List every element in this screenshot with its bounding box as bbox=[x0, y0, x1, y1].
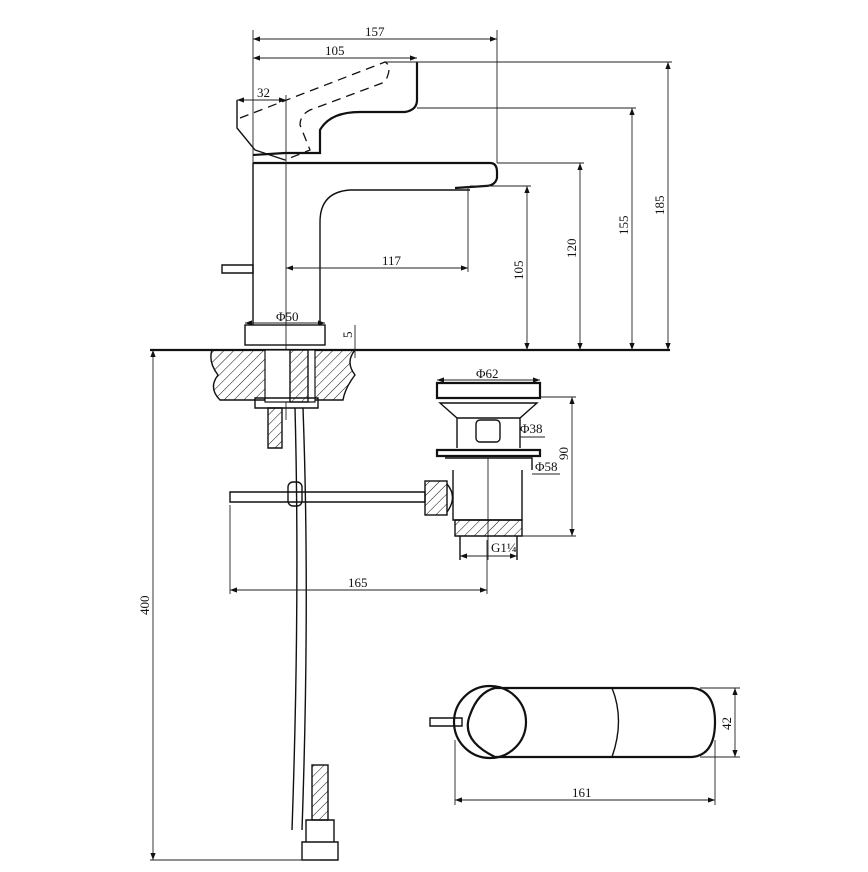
dim-32: 32 bbox=[257, 85, 270, 100]
dim-5: 5 bbox=[340, 332, 355, 339]
handle-top-view bbox=[429, 684, 717, 760]
dim-phi38: Φ38 bbox=[520, 421, 543, 436]
dimension-labels: 157 105 32 185 155 120 105 117 Φ50 5 Φ62… bbox=[137, 24, 734, 800]
dim-157: 157 bbox=[365, 24, 385, 39]
drain-assembly bbox=[229, 381, 542, 560]
dim-90: 90 bbox=[556, 447, 571, 460]
faucet-side-view bbox=[150, 61, 670, 861]
dim-165: 165 bbox=[348, 575, 368, 590]
dimension-lines bbox=[150, 30, 740, 861]
dim-42: 42 bbox=[719, 717, 734, 730]
dim-g1-1-4: G1¼ bbox=[491, 540, 517, 555]
dim-161: 161 bbox=[572, 785, 592, 800]
dim-400: 400 bbox=[137, 596, 152, 616]
dim-155: 155 bbox=[616, 216, 631, 236]
dim-phi62: Φ62 bbox=[476, 366, 499, 381]
dim-185: 185 bbox=[652, 196, 667, 216]
dim-120: 120 bbox=[564, 239, 579, 259]
dim-phi58: Φ58 bbox=[535, 459, 558, 474]
dim-117: 117 bbox=[382, 253, 402, 268]
dim-105-spout: 105 bbox=[511, 261, 526, 281]
dim-105-handle: 105 bbox=[325, 43, 345, 58]
dim-phi50: Φ50 bbox=[276, 309, 299, 324]
